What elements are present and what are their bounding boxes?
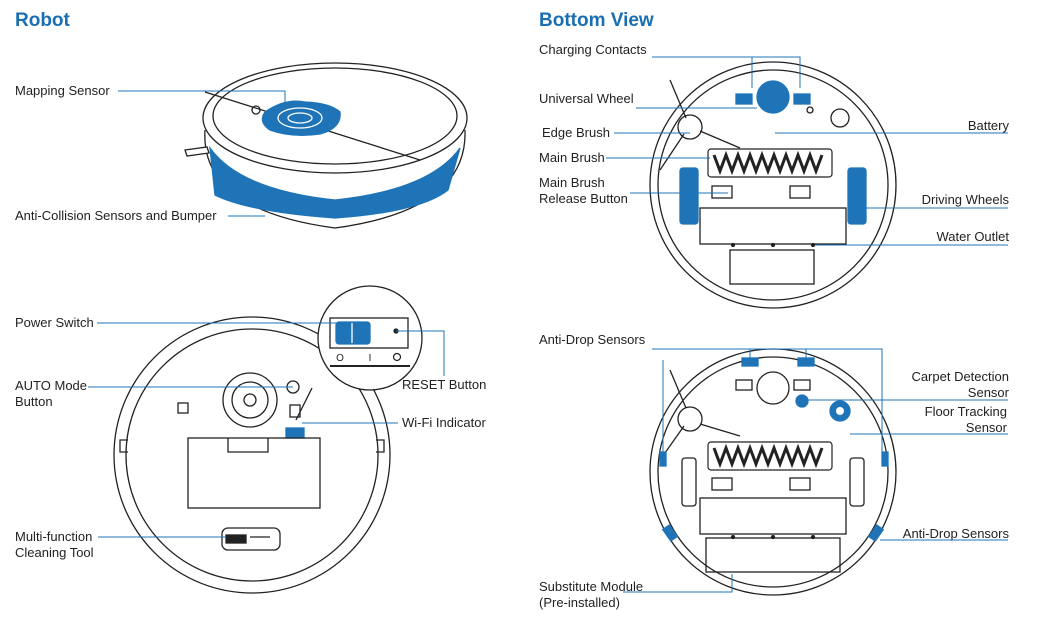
wifi-indicator-light bbox=[285, 427, 305, 439]
switch-on-symbol: I bbox=[369, 353, 372, 364]
label-release-line2: Release Button bbox=[539, 191, 628, 206]
robot-bottom-view-sensors bbox=[649, 348, 897, 596]
label-release-button: Main Brush Release Button bbox=[539, 175, 628, 207]
label-edge-brush: Edge Brush bbox=[542, 125, 610, 140]
bumper-strip bbox=[209, 145, 461, 219]
robot-bottom-view bbox=[649, 61, 897, 309]
label-carpet-detection-sensor: Carpet Detection Sensor bbox=[911, 369, 1009, 401]
mapping-sensor-turret bbox=[261, 100, 341, 136]
label-substitute-module: Substitute Module (Pre-installed) bbox=[539, 579, 643, 611]
anti-drop-sensor-3 bbox=[659, 451, 667, 467]
label-reset-button: RESET Button bbox=[402, 377, 487, 392]
anti-drop-sensor-2 bbox=[797, 357, 815, 367]
driving-wheel-right bbox=[847, 167, 867, 225]
label-mapping-sensor: Mapping Sensor bbox=[15, 83, 110, 98]
anti-drop-sensor-5 bbox=[661, 524, 679, 542]
label-auto-mode-line2: Button bbox=[15, 394, 53, 409]
label-wifi-indicator: Wi-Fi Indicator bbox=[402, 415, 486, 430]
label-charging-contacts: Charging Contacts bbox=[539, 42, 647, 57]
label-floor-line2: Sensor bbox=[965, 420, 1007, 435]
anti-drop-sensor-4 bbox=[881, 451, 889, 467]
label-carpet-line1: Carpet Detection bbox=[911, 369, 1009, 384]
bottom-view-section-title: Bottom View bbox=[539, 10, 654, 31]
switch-off-symbol: O bbox=[336, 353, 344, 364]
charging-contact-right bbox=[793, 93, 811, 105]
robot-flat-view bbox=[113, 316, 391, 594]
label-driving-wheels: Driving Wheels bbox=[921, 192, 1009, 207]
label-universal-wheel: Universal Wheel bbox=[539, 91, 634, 106]
label-anti-drop-bottom: Anti-Drop Sensors bbox=[902, 526, 1009, 541]
label-auto-mode-line1: AUTO Mode bbox=[15, 378, 88, 393]
anti-drop-sensor-6 bbox=[867, 524, 885, 542]
label-bumper: Anti-Collision Sensors and Bumper bbox=[15, 208, 217, 223]
carpet-detection-sensor bbox=[795, 394, 809, 408]
universal-wheel bbox=[756, 80, 790, 114]
label-carpet-line2: Sensor bbox=[967, 385, 1009, 400]
robot-section-title: Robot bbox=[15, 10, 70, 31]
label-battery: Battery bbox=[967, 118, 1009, 133]
label-cleaning-tool-line1: Multi-function bbox=[15, 529, 93, 544]
driving-wheel-left bbox=[679, 167, 699, 225]
label-cleaning-tool: Multi-function Cleaning Tool bbox=[15, 529, 94, 561]
label-cleaning-tool-line2: Cleaning Tool bbox=[15, 545, 94, 560]
label-floor-tracking-sensor: Floor Tracking Sensor bbox=[925, 404, 1007, 436]
leader-lines bbox=[88, 56, 1008, 593]
power-switch-knob bbox=[335, 321, 371, 345]
charging-contact-left bbox=[735, 93, 753, 105]
label-main-brush: Main Brush bbox=[539, 150, 605, 165]
label-auto-mode-button: AUTO Mode Button bbox=[15, 378, 87, 410]
label-release-line1: Main Brush bbox=[539, 175, 605, 190]
label-power-switch: Power Switch bbox=[15, 315, 94, 330]
label-floor-line1: Floor Tracking bbox=[924, 404, 1007, 419]
label-water-outlet: Water Outlet bbox=[936, 229, 1009, 244]
power-switch-callout bbox=[295, 285, 423, 421]
anti-drop-sensor-1 bbox=[741, 357, 759, 367]
label-substitute-line2: (Pre-installed) bbox=[539, 595, 620, 610]
label-substitute-line1: Substitute Module bbox=[539, 579, 644, 594]
label-anti-drop-top: Anti-Drop Sensors bbox=[539, 332, 646, 347]
reset-symbol-icon bbox=[392, 352, 402, 362]
robot-top-view bbox=[184, 62, 468, 229]
